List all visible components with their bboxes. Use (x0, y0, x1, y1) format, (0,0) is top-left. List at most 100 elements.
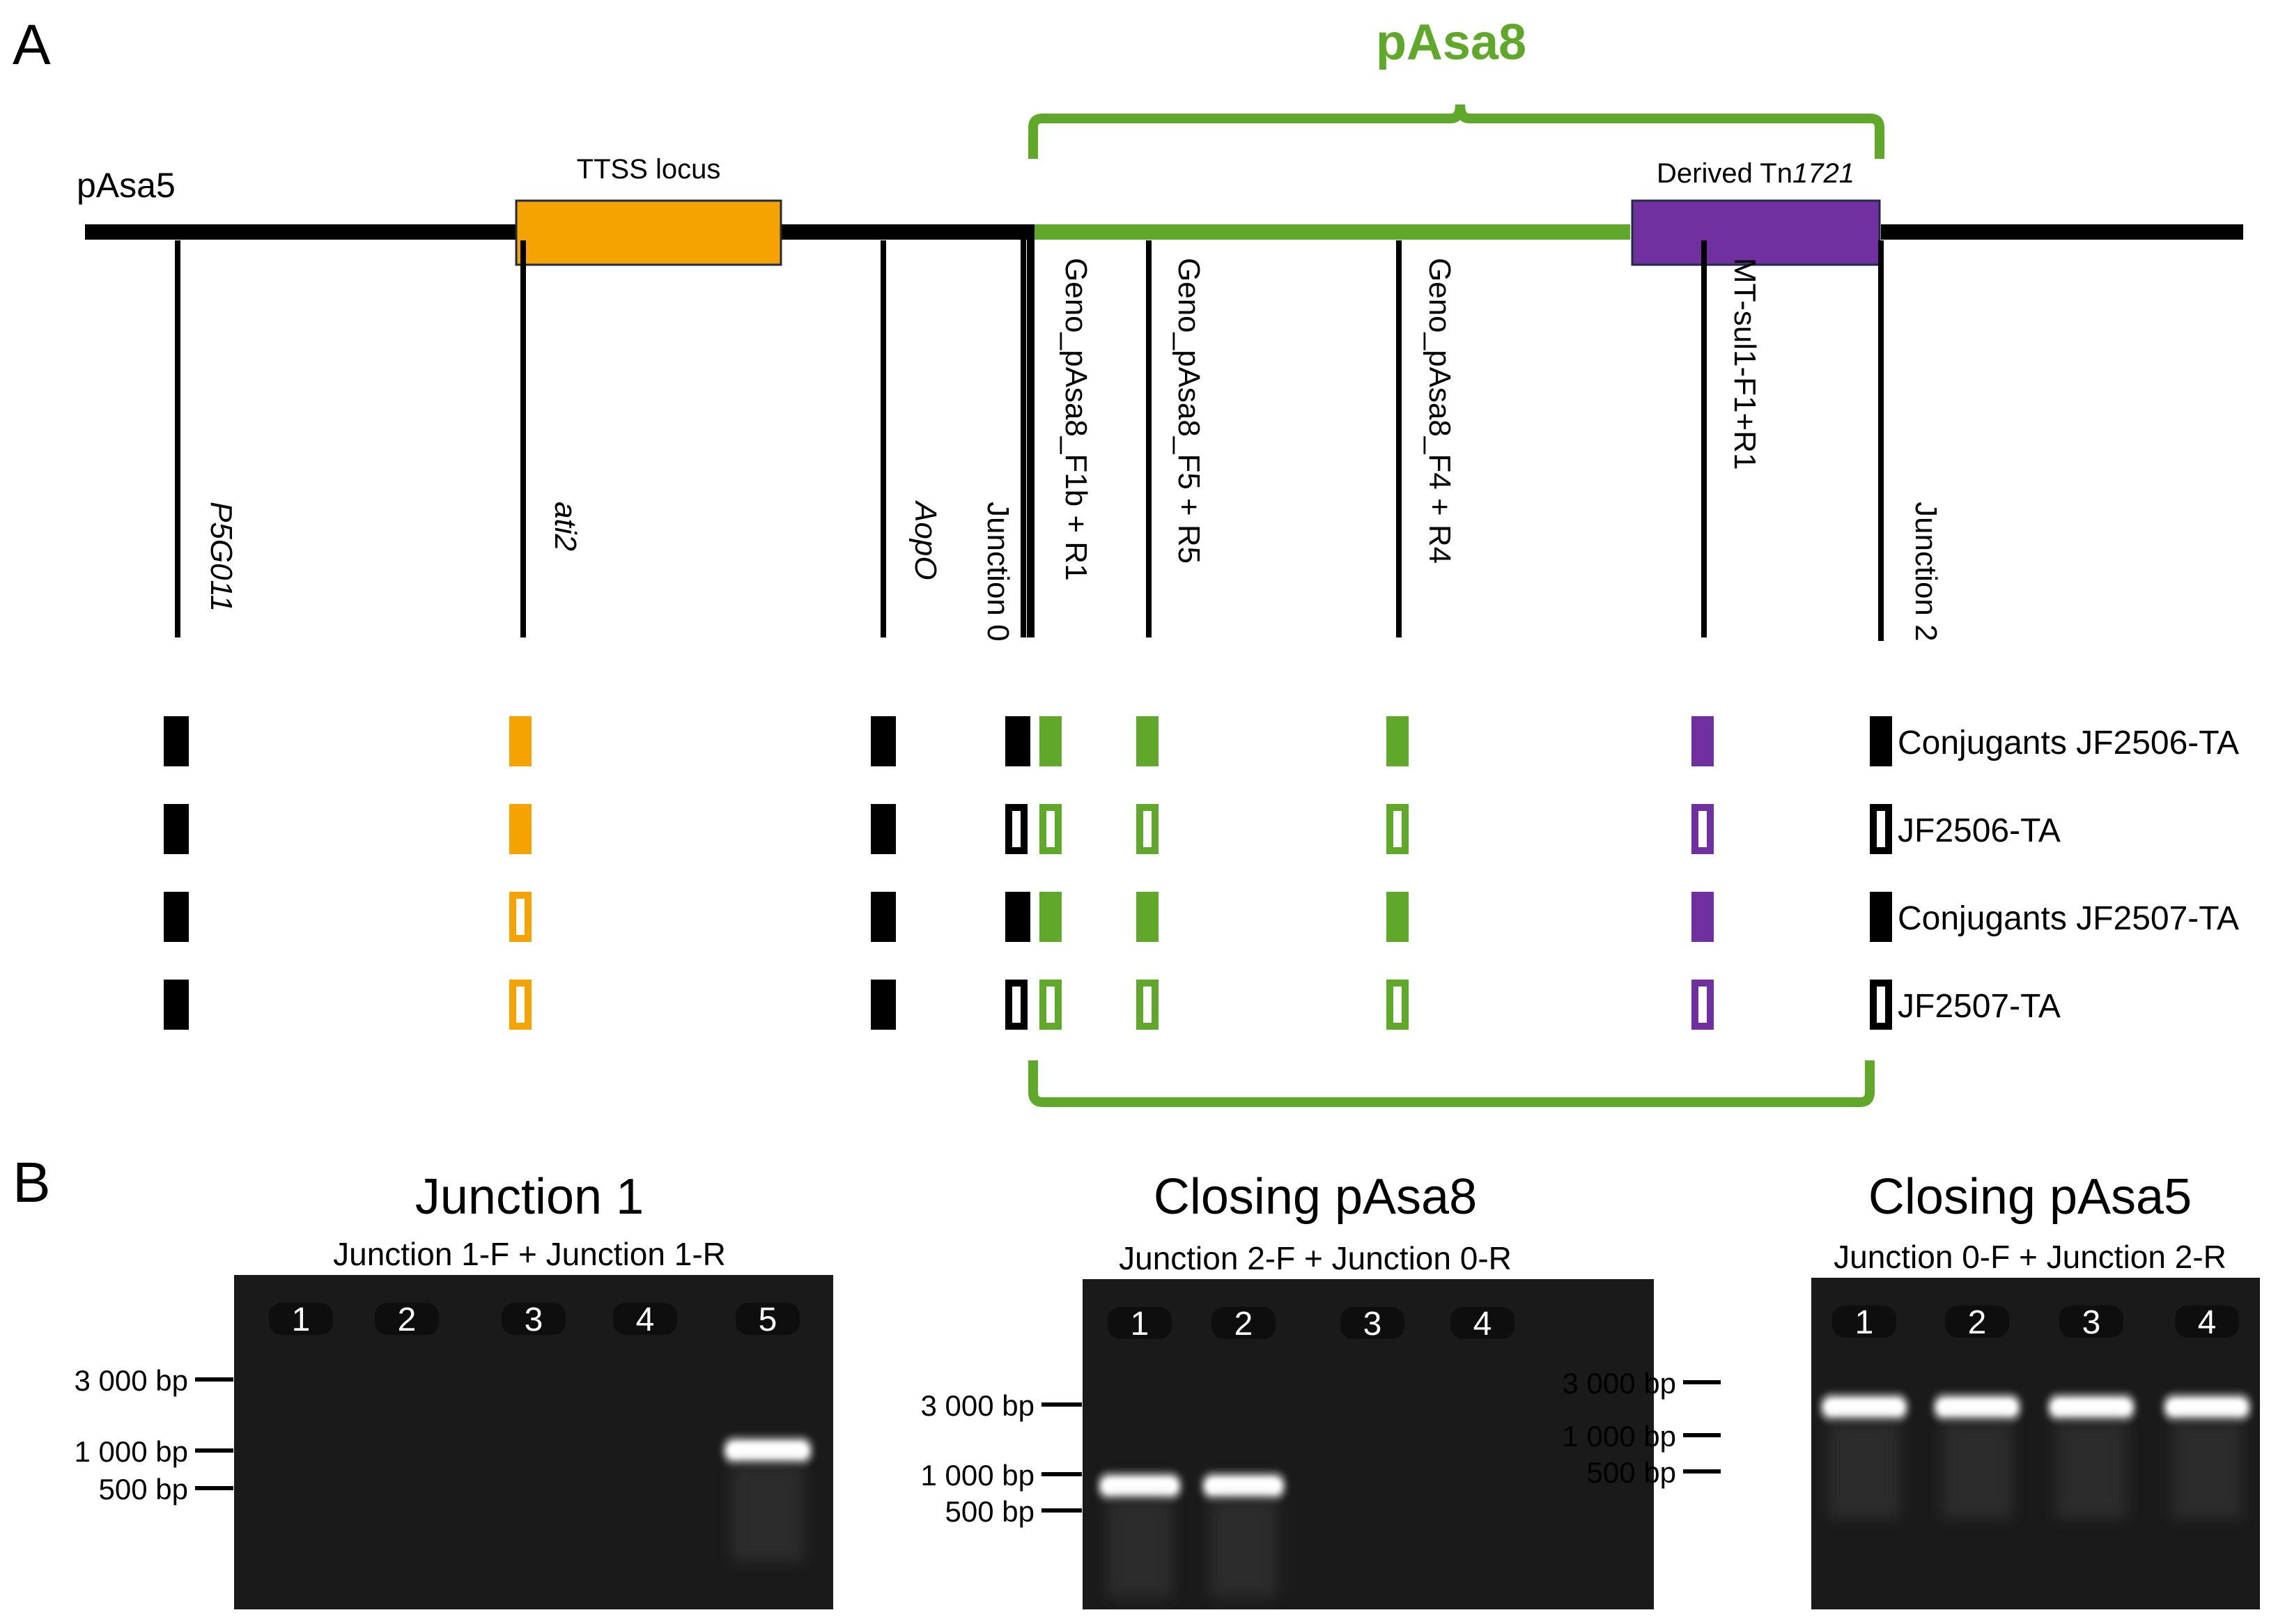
band-smear (2056, 1421, 2127, 1519)
lane-number: 2 (398, 1301, 417, 1338)
genotype-present (871, 892, 896, 942)
lane-number: 1 (1855, 1304, 1874, 1341)
ttss-locus-label: TTSS locus (577, 154, 721, 185)
genotype-present (1691, 716, 1714, 766)
band-smear (1106, 1500, 1173, 1598)
dna-band (1205, 1476, 1283, 1496)
lane-number: 2 (1234, 1306, 1253, 1343)
marker-label-aopo: AopO (908, 500, 943, 580)
band-smear (1210, 1500, 1277, 1598)
dna-band (1101, 1476, 1179, 1496)
lane-number: 5 (759, 1301, 777, 1338)
ladder-label: 3 000 bp (921, 1389, 1035, 1422)
gel-well (1945, 1306, 2009, 1338)
genotype-present (164, 716, 189, 766)
dna-band (2166, 1398, 2248, 1417)
ladder-label: 1 000 bp (1563, 1420, 1677, 1453)
strain-label: Conjugants JF2507-TA (1898, 900, 2239, 937)
genotype-absent (1136, 804, 1159, 854)
pasa8-bottom-bracket (1028, 1060, 1875, 1107)
gel-well (1450, 1307, 1515, 1339)
strain-labels: Conjugants JF2506-TA JF2506-TA Conjugants … (1898, 725, 2239, 1025)
genotype-present (1039, 716, 1062, 766)
dna-band (1936, 1398, 2018, 1417)
genotype-absent (1870, 980, 1892, 1030)
gel-well (269, 1303, 333, 1335)
gel-well (1340, 1307, 1404, 1339)
lane-number: 3 (525, 1301, 543, 1338)
lane-number: 3 (1363, 1306, 1382, 1343)
genotype-present (1386, 892, 1409, 942)
genotype-present (1870, 892, 1892, 942)
genotype-present (509, 716, 532, 766)
lane-number: 2 (1968, 1304, 1987, 1341)
lane-number: 4 (1473, 1306, 1492, 1343)
gel-well (375, 1303, 439, 1335)
genotype-present (1870, 716, 1892, 766)
lane-number: 1 (1131, 1306, 1149, 1343)
genotype-present (1136, 892, 1159, 942)
ladder-label: 500 bp (945, 1495, 1035, 1528)
strain-label: JF2507-TA (1898, 988, 2061, 1025)
genotype-absent (1691, 980, 1714, 1030)
ladder-label: 500 bp (1587, 1456, 1676, 1489)
genotype-absent (1691, 804, 1714, 854)
genotype-present (871, 980, 896, 1030)
genotype-present (1691, 892, 1714, 942)
genotype-present (871, 716, 896, 766)
marker-label-geno-pasa8-f5-r5: Geno_pAsa8_F5 + R5 (1172, 258, 1206, 564)
marker-label-junction-0: Junction 0 (981, 502, 1015, 642)
dna-band (726, 1441, 810, 1460)
strain-label: JF2506-TA (1898, 812, 2061, 849)
dna-band (2050, 1398, 2132, 1417)
gel-well (2059, 1306, 2123, 1338)
gel-title: Junction 1 (415, 1169, 644, 1225)
genotype-absent (1039, 804, 1062, 854)
genotype-present (509, 804, 532, 854)
genotype-absent (509, 980, 532, 1030)
genotype-absent (1005, 980, 1028, 1030)
gel-well (2175, 1306, 2239, 1338)
tn1721-box (1631, 199, 1881, 266)
gel-title: Closing pAsa8 (1154, 1169, 1477, 1225)
ladder-label: 1 000 bp (921, 1459, 1035, 1492)
ttss-locus-box (515, 199, 782, 266)
ladder-label: 3 000 bp (1563, 1367, 1677, 1400)
gel-well (613, 1303, 677, 1335)
ladder-label: 1 000 bp (75, 1435, 189, 1468)
marker-label-geno-pasa8-f1b-r1: Geno_pAsa8_F1b + R1 (1059, 258, 1093, 581)
genotype-present (164, 804, 189, 854)
band-smear (1942, 1421, 2013, 1519)
gel-well (736, 1303, 800, 1335)
gel-well (1832, 1306, 1896, 1338)
genotype-absent (1039, 980, 1062, 1030)
band-smear (2171, 1421, 2243, 1519)
genotype-absent (1386, 980, 1409, 1030)
genotype-present (871, 804, 896, 854)
gel-well (502, 1303, 566, 1335)
panel-a-letter: A (13, 13, 51, 77)
genotype-present (1005, 892, 1030, 942)
genotype-present (1005, 716, 1030, 766)
gel-title: Closing pAsa5 (1868, 1169, 2192, 1225)
pasa8-top-bracket (1028, 104, 1884, 159)
marker-boxes (164, 716, 1892, 1030)
band-smear (1829, 1421, 1900, 1519)
ladder-label: 3 000 bp (75, 1364, 189, 1397)
gel-primers: Junction 2-F + Junction 0-R (1119, 1240, 1512, 1276)
genotype-absent (1005, 804, 1028, 854)
marker-label-p5g011: P5G011 (204, 502, 238, 612)
genotype-present (1386, 716, 1409, 766)
panel-b-letter: B (13, 1151, 51, 1214)
strain-label: Conjugants JF2506-TA (1898, 725, 2239, 761)
marker-ticks (175, 224, 1884, 641)
band-smear (731, 1464, 804, 1562)
genotype-absent (509, 892, 532, 942)
lane-number: 4 (636, 1301, 655, 1338)
